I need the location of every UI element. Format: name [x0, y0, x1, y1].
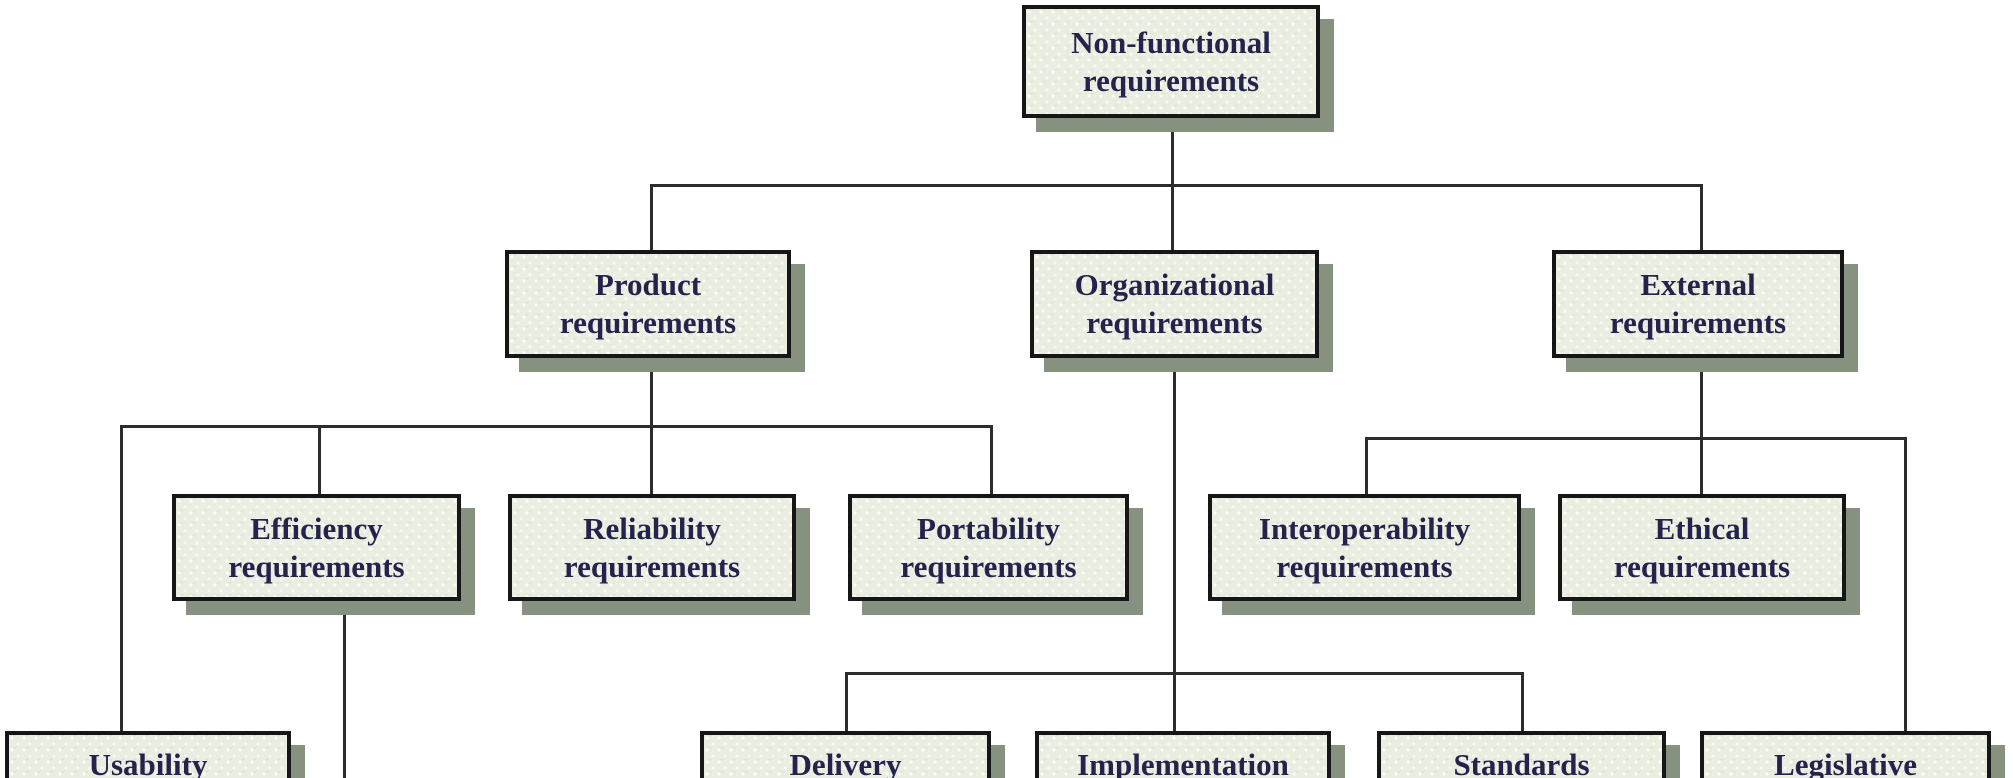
node-label-line2: requirements [228, 548, 405, 584]
node-label-line1: Ethical [1654, 510, 1750, 546]
connector-organizational-horizontal [845, 672, 1524, 675]
node-label-line2: requirements [563, 548, 741, 584]
node-label-line1: Delivery [789, 747, 902, 778]
node-reliability-requirements: Reliability requirements [508, 494, 796, 601]
node-label-line1: Product [594, 267, 702, 303]
connector-drop-external [1700, 184, 1703, 250]
node-legislative-requirements: Legislative [1700, 731, 1991, 778]
node-label-line1: External [1640, 267, 1756, 303]
connector-drop-delivery [845, 672, 848, 731]
node-label-line1: Organizational [1074, 267, 1275, 303]
connector-drop-efficiency [318, 425, 321, 494]
node-label-line2: requirements [900, 548, 1077, 584]
connector-drop-usability [120, 425, 123, 731]
connector-drop-portability [990, 425, 993, 494]
node-label-line2: requirements [1609, 305, 1787, 340]
node-non-functional-requirements: Non-functional requirements [1022, 5, 1320, 118]
node-organizational-requirements: Organizational requirements [1030, 250, 1319, 358]
connector-root-stem [1171, 117, 1174, 250]
node-label-line2: requirements [1082, 62, 1260, 98]
connector-drop-legislative [1904, 437, 1907, 731]
node-label-line2: requirements [559, 305, 737, 340]
node-delivery-requirements: Delivery [700, 731, 991, 778]
connector-drop-product [650, 184, 653, 250]
node-standards-requirements: Standards [1377, 731, 1666, 778]
node-external-requirements: External requirements [1552, 250, 1844, 358]
node-label-line2: requirements [1613, 548, 1791, 584]
node-label-line1: Non-functional [1071, 24, 1271, 60]
node-label-line1: Implementation [1077, 747, 1289, 778]
node-efficiency-requirements: Efficiency requirements [172, 494, 461, 601]
connector-drop-interoperability [1365, 437, 1368, 494]
node-label-line1: Legislative [1774, 747, 1917, 778]
node-product-requirements: Product requirements [505, 250, 791, 358]
node-label-line1: Portability [917, 510, 1060, 546]
connector-root-horizontal [650, 184, 1703, 187]
node-implementation-requirements: Implementation [1035, 731, 1331, 778]
connector-efficiency-children-stem [343, 601, 346, 778]
node-usability-requirements: Usability [5, 731, 291, 778]
connector-external-stem [1700, 358, 1703, 494]
connector-drop-standards [1521, 672, 1524, 731]
node-label-line2: requirements [1276, 548, 1453, 584]
node-ethical-requirements: Ethical requirements [1558, 494, 1846, 601]
node-label-line1: Standards [1453, 747, 1590, 778]
node-label-line1: Reliability [583, 510, 721, 546]
node-portability-requirements: Portability requirements [848, 494, 1129, 601]
node-label-line2: requirements [1086, 305, 1263, 340]
node-label-line1: Interoperability [1258, 510, 1471, 546]
node-label-line1: Usability [88, 747, 208, 778]
connector-organizational-stem [1173, 358, 1176, 731]
node-label-line1: Efficiency [250, 510, 383, 546]
connector-external-horizontal [1365, 437, 1907, 440]
connector-product-horizontal [120, 425, 993, 428]
node-interoperability-requirements: Interoperability requirements [1208, 494, 1521, 601]
